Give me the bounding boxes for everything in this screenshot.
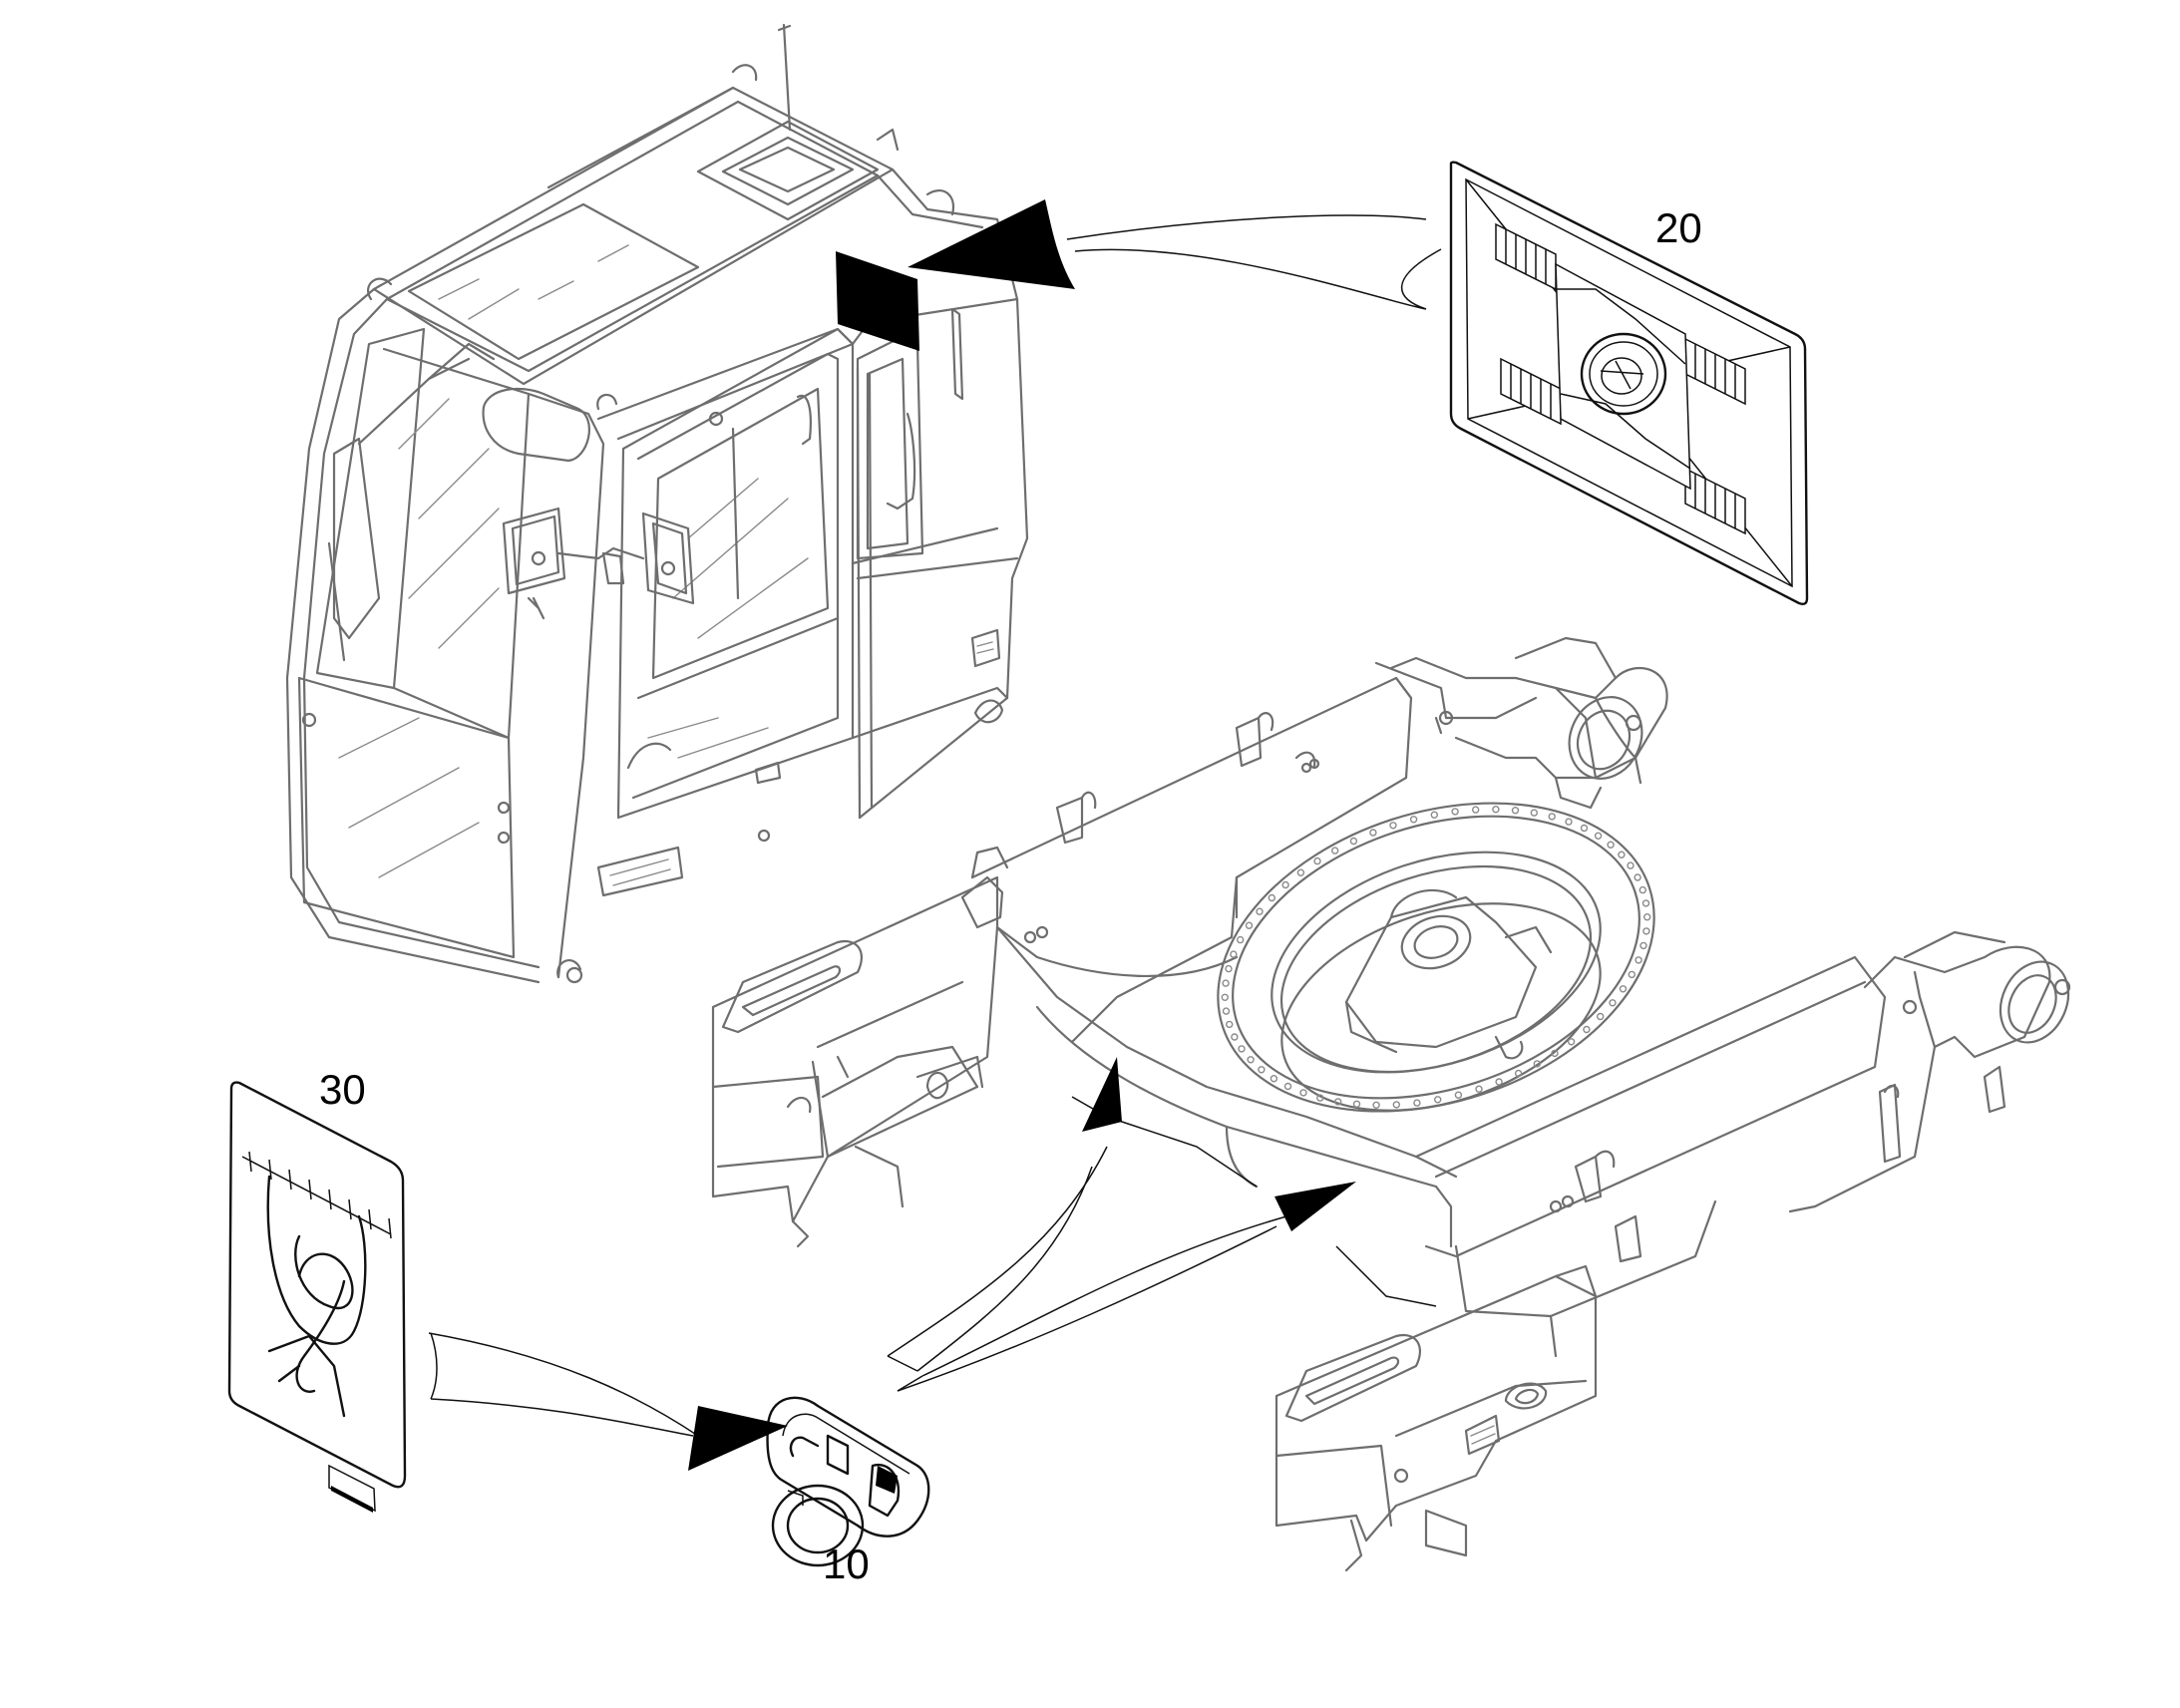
bolt-hole bbox=[1627, 861, 1635, 869]
lifting-eye-10 bbox=[766, 1396, 930, 1567]
bolt-hole bbox=[1635, 956, 1642, 964]
bolt-hole bbox=[1389, 822, 1397, 830]
bolt-hole bbox=[1619, 985, 1628, 993]
bolt-hole bbox=[1392, 1101, 1401, 1109]
arrowhead-to-cab bbox=[908, 199, 1075, 289]
bolt-hole bbox=[1372, 1101, 1380, 1110]
bolt-hole bbox=[1548, 813, 1556, 821]
callout-label-20: 20 bbox=[1655, 204, 1702, 251]
bolt-hole bbox=[1222, 1007, 1231, 1015]
bolt-hole bbox=[1222, 979, 1230, 987]
bolt-hole bbox=[1594, 832, 1603, 840]
bolt-hole bbox=[1583, 1025, 1591, 1034]
callout-label-10: 10 bbox=[823, 1540, 870, 1587]
bolt-hole bbox=[1530, 809, 1539, 817]
bolt-hole bbox=[1596, 1012, 1605, 1021]
bolt-hole bbox=[1514, 1069, 1523, 1078]
bolt-hole bbox=[1299, 1089, 1307, 1097]
bolt-hole bbox=[1413, 1099, 1421, 1107]
bolt-hole bbox=[1642, 913, 1651, 921]
bolt-hole bbox=[1313, 856, 1321, 865]
arrowhead-to-frame-right bbox=[1274, 1182, 1356, 1231]
bolt-hole bbox=[1471, 806, 1480, 814]
bolt-hole bbox=[1567, 1038, 1576, 1046]
bolt-hole bbox=[1221, 993, 1230, 1001]
bolt-hole bbox=[1634, 873, 1641, 881]
bolt-hole bbox=[1565, 818, 1573, 826]
bolt-hole bbox=[1231, 1033, 1239, 1041]
bolt-hole bbox=[1609, 999, 1617, 1007]
bolt-hole bbox=[1296, 868, 1305, 876]
bolt-hole bbox=[1642, 927, 1650, 935]
bolt-hole bbox=[1628, 970, 1636, 979]
undercarriage-frame bbox=[711, 636, 2071, 1572]
bolt-hole bbox=[1258, 1066, 1266, 1074]
bolt-hole bbox=[1618, 851, 1626, 858]
bolt-hole bbox=[1451, 808, 1459, 816]
bolt-hole bbox=[1492, 806, 1500, 814]
callout-label-30: 30 bbox=[319, 1066, 366, 1113]
bolt-hole bbox=[1238, 1045, 1246, 1053]
bolt-hole bbox=[1270, 1074, 1278, 1083]
bolt-hole bbox=[1352, 1100, 1361, 1109]
bolt-hole bbox=[1245, 921, 1254, 929]
decal-location-marker bbox=[836, 251, 919, 351]
bolt-hole bbox=[1607, 841, 1615, 849]
operator-cab bbox=[285, 23, 1029, 984]
decal-30 bbox=[227, 1081, 407, 1513]
bolt-hole bbox=[1495, 1078, 1503, 1086]
decal-20 bbox=[1449, 161, 1809, 606]
bolt-hole bbox=[1256, 907, 1264, 915]
bolt-hole bbox=[1551, 1049, 1559, 1058]
bolt-hole bbox=[1409, 816, 1418, 824]
bolt-hole bbox=[1533, 1060, 1542, 1068]
bolt-hole bbox=[1330, 847, 1339, 854]
bolt-hole bbox=[1369, 829, 1377, 837]
bolt-hole bbox=[1433, 1096, 1442, 1104]
bolt-hole bbox=[1641, 899, 1650, 907]
bolt-hole bbox=[1316, 1094, 1324, 1102]
bolt-hole bbox=[1580, 824, 1589, 833]
arrowhead-to-frame-left bbox=[1082, 1057, 1122, 1132]
bolt-hole bbox=[1236, 935, 1245, 944]
bolt-hole bbox=[1333, 1098, 1342, 1106]
leader-arrows bbox=[428, 199, 1442, 1471]
bolt-hole bbox=[1281, 880, 1289, 889]
bolt-hole bbox=[1230, 950, 1238, 958]
ring-bolt-holes bbox=[1221, 806, 1651, 1110]
bolt-hole bbox=[1454, 1091, 1463, 1099]
bolt-hole bbox=[1283, 1082, 1292, 1091]
bolt-hole bbox=[1225, 1020, 1234, 1029]
bolt-hole bbox=[1639, 941, 1647, 950]
bolt-hole bbox=[1475, 1085, 1483, 1093]
bolt-hole bbox=[1638, 885, 1647, 894]
bolt-hole bbox=[1349, 837, 1358, 846]
bolt-hole bbox=[1511, 807, 1520, 815]
arrowhead-to-eye bbox=[688, 1406, 788, 1471]
bolt-hole bbox=[1268, 893, 1276, 902]
bolt-hole bbox=[1247, 1056, 1255, 1064]
bolt-hole bbox=[1430, 811, 1439, 819]
bolt-hole bbox=[1225, 964, 1233, 973]
